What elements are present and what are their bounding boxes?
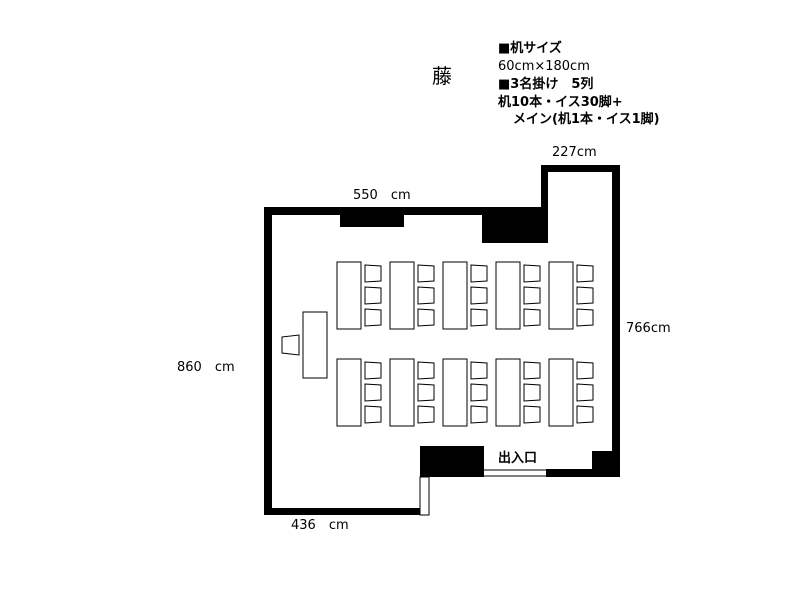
chair	[576, 383, 594, 402]
chair	[523, 383, 541, 402]
chair	[523, 264, 541, 283]
spec-desk-chair-count: 机10本・イス30脚+	[498, 95, 623, 110]
chair	[576, 264, 594, 283]
main-desk	[302, 311, 328, 379]
chair	[417, 405, 435, 424]
entrance-door	[484, 469, 546, 477]
pillar-corner	[592, 451, 612, 470]
chair	[576, 361, 594, 380]
pillar-top-right	[482, 207, 548, 243]
dim-bottom-width: 436 cm	[291, 518, 349, 533]
chair	[364, 308, 382, 327]
chair	[364, 383, 382, 402]
chair	[470, 264, 488, 283]
room-walls	[264, 165, 620, 515]
wall-notch	[419, 476, 430, 516]
chair	[523, 405, 541, 424]
desk	[442, 261, 468, 330]
chair	[470, 361, 488, 380]
chair	[364, 286, 382, 305]
chair	[523, 308, 541, 327]
chair	[470, 405, 488, 424]
dim-top-width: 550 cm	[353, 188, 411, 203]
desk	[389, 261, 415, 330]
chair	[523, 361, 541, 380]
chair	[470, 383, 488, 402]
desk	[548, 358, 574, 427]
room-name: 藤	[432, 64, 452, 88]
chair	[417, 308, 435, 327]
wall-block-top	[340, 207, 404, 227]
dim-notch-width: 227cm	[552, 145, 597, 160]
chair	[364, 405, 382, 424]
spec-seating-heading: ■3名掛け 5列	[498, 77, 594, 92]
chair	[523, 286, 541, 305]
desk	[495, 261, 521, 330]
chair	[417, 286, 435, 305]
desk	[336, 261, 362, 330]
chair	[470, 308, 488, 327]
dim-right-height: 766cm	[626, 321, 671, 336]
desk	[495, 358, 521, 427]
chair	[470, 286, 488, 305]
chair	[364, 264, 382, 283]
chair	[417, 264, 435, 283]
desk	[442, 358, 468, 427]
main-chair	[281, 334, 300, 356]
seating-area	[336, 261, 594, 427]
chair	[576, 308, 594, 327]
pillar-entrance	[420, 446, 484, 477]
entrance-label: 出入口	[498, 451, 538, 466]
chair	[417, 383, 435, 402]
chair	[576, 286, 594, 305]
desk	[336, 358, 362, 427]
chair	[364, 361, 382, 380]
chair	[576, 405, 594, 424]
spec-main-desk: メイン(机1本・イス1脚)	[513, 112, 660, 127]
dim-left-height: 860 cm	[177, 360, 235, 375]
spec-desk-size-value: 60cm×180cm	[498, 59, 590, 74]
desk	[548, 261, 574, 330]
desk	[389, 358, 415, 427]
chair	[417, 361, 435, 380]
spec-desk-size-heading: ■机サイズ	[498, 41, 562, 56]
